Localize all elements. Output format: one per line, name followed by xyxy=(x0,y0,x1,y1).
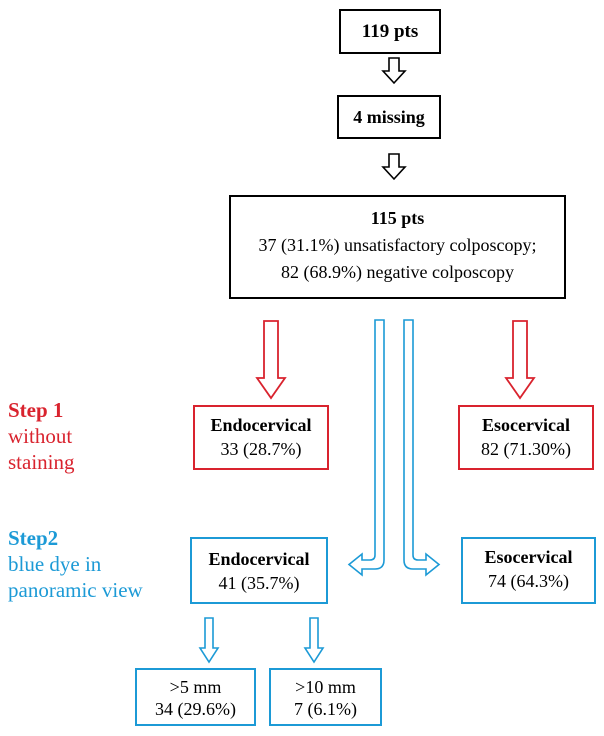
missing-box: 4 missing xyxy=(337,95,441,139)
over-10mm-box: >10 mm 7 (6.1%) xyxy=(269,668,382,726)
step2-desc-line1: blue dye in xyxy=(8,552,102,576)
over-10mm-value: 7 (6.1%) xyxy=(294,699,357,719)
step2-endocervical-box: Endocervical 41 (35.7%) xyxy=(190,537,328,604)
unsatisfactory-colposcopy-text: 37 (31.1%) unsatisfactory colposcopy; xyxy=(258,235,537,255)
blue-down-arrow-icon xyxy=(303,617,325,664)
negative-colposcopy-text: 82 (68.9%) negative colposcopy xyxy=(281,262,514,282)
blue-bent-left-arrow-icon xyxy=(347,319,385,577)
step2-esocervical-box: Esocervical 74 (64.3%) xyxy=(461,537,596,604)
blue-bent-right-arrow-icon xyxy=(403,319,441,577)
total-patients-text: 119 pts xyxy=(361,21,419,42)
step2-label: Step2 xyxy=(8,526,59,550)
step1-endocervical-title: Endocervical xyxy=(210,415,312,435)
over-5mm-value: 34 (29.6%) xyxy=(155,699,236,719)
over-10mm-title: >10 mm xyxy=(295,677,356,697)
step1-endocervical-value: 33 (28.7%) xyxy=(220,439,302,459)
over-5mm-box: >5 mm 34 (29.6%) xyxy=(135,668,256,726)
step2-esocervical-value: 74 (64.3%) xyxy=(488,571,569,591)
step1-label-group: Step 1 without staining xyxy=(8,397,75,475)
down-arrow-icon xyxy=(381,153,407,181)
step1-desc-line1: without xyxy=(8,424,73,448)
step1-esocervical-title: Esocervical xyxy=(482,415,570,435)
included-patients-title: 115 pts xyxy=(370,208,425,228)
total-patients-box: 119 pts xyxy=(339,9,441,54)
over-5mm-title: >5 mm xyxy=(169,677,222,697)
included-patients-box: 115 pts 37 (31.1%) unsatisfactory colpos… xyxy=(229,195,566,299)
step1-esocervical-value: 82 (71.30%) xyxy=(481,439,571,459)
step1-esocervical-box: Esocervical 82 (71.30%) xyxy=(458,405,594,470)
step2-label-group: Step2 blue dye in panoramic view xyxy=(8,525,143,603)
blue-down-arrow-icon xyxy=(198,617,220,664)
red-down-arrow-icon xyxy=(504,320,536,400)
step1-label: Step 1 xyxy=(8,398,64,422)
step1-desc-line2: staining xyxy=(8,450,75,474)
step2-endocervical-title: Endocervical xyxy=(208,549,310,569)
missing-text: 4 missing xyxy=(353,107,425,127)
step2-esocervical-title: Esocervical xyxy=(484,547,573,567)
red-down-arrow-icon xyxy=(255,320,287,400)
step1-endocervical-box: Endocervical 33 (28.7%) xyxy=(193,405,329,470)
step2-desc-line2: panoramic view xyxy=(8,578,143,602)
down-arrow-icon xyxy=(381,57,407,85)
step2-endocervical-value: 41 (35.7%) xyxy=(218,573,300,593)
